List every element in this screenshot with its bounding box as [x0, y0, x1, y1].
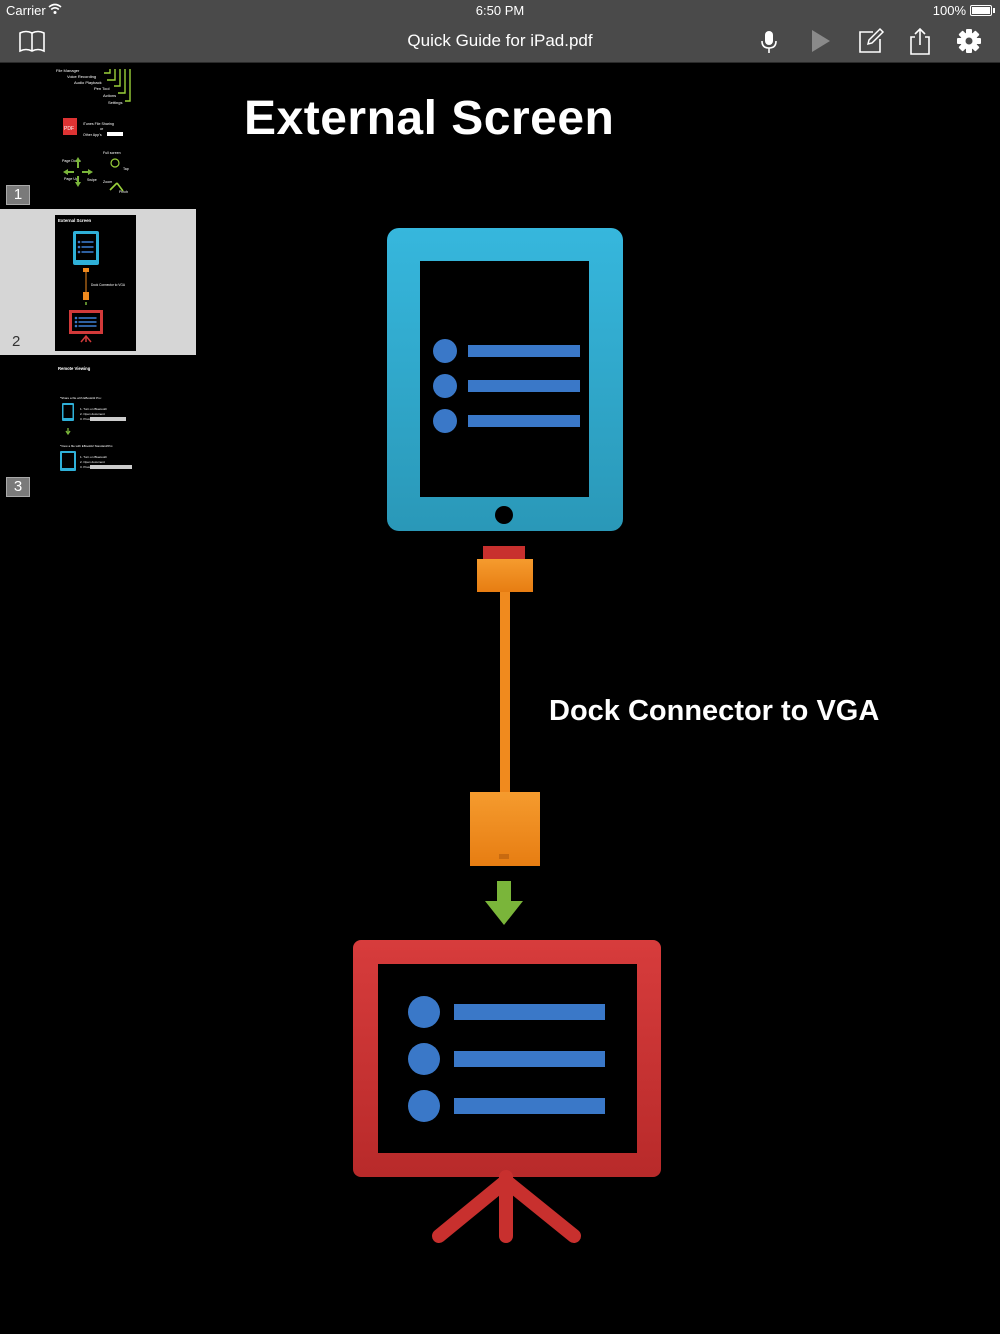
- thumb1-zoom: Zoom: [103, 180, 112, 184]
- dock-connector-cable: [470, 546, 540, 866]
- thumb1-page-down: Page Down: [62, 159, 81, 163]
- thumb1-pdf: PDF: [64, 126, 74, 132]
- carrier-label: Carrier: [6, 3, 46, 18]
- thumb1-itunes: iTunes File Sharing: [83, 122, 114, 126]
- bookmarks-icon[interactable]: [17, 26, 47, 56]
- wifi-icon: [48, 3, 62, 14]
- thumb1-pen-tool: Pen Tool: [94, 86, 110, 91]
- projector-screen-illustration: [353, 940, 661, 1243]
- thumbnail-page-number: 2: [12, 333, 21, 350]
- annotate-icon[interactable]: [855, 26, 885, 56]
- thumb3-view-step1: 1. Turn on Bluetooth: [80, 455, 107, 459]
- thumb3-view-heading: *View a file with EBookit2 Standard/Pro:: [60, 444, 113, 448]
- thumb3-view-step2: 2. Open document: [80, 460, 105, 464]
- play-icon[interactable]: [805, 26, 835, 56]
- down-arrow-icon: [485, 881, 523, 925]
- thumb1-or: or: [100, 127, 104, 131]
- thumbnail-page-2[interactable]: External Screen Dock Connector to VGA: [0, 209, 196, 355]
- slide-diagram: [353, 228, 661, 1243]
- thumb3-share-heading: *Share a file with EBookit2 Pro:: [60, 396, 102, 400]
- thumb1-settings: Settings: [108, 100, 122, 105]
- thumb3-title: Remote Viewing: [58, 366, 91, 371]
- thumb1-swipe: Swipe: [87, 178, 97, 182]
- ipad-illustration: [387, 228, 623, 531]
- thumb1-file-manager: File Manager: [56, 68, 80, 73]
- thumb1-tap: Tap: [123, 167, 129, 171]
- thumbnail-page-1-image: File Manager Voice Recording Audio Playb…: [55, 65, 136, 199]
- thumb1-other-apps: Other App's: [83, 133, 102, 137]
- thumb3-view-step3: 3. Press: [80, 465, 92, 469]
- thumbnail-page-3[interactable]: Remote Viewing *Share a file with EBooki…: [0, 355, 196, 501]
- thumbnail-page-number: 1: [6, 185, 30, 205]
- thumb2-title: External Screen: [58, 218, 92, 223]
- thumbnail-page-1[interactable]: File Manager Voice Recording Audio Playb…: [0, 63, 196, 209]
- thumb1-audio-playback: Audio Playback: [74, 80, 102, 85]
- battery-percent: 100%: [932, 3, 966, 18]
- thumb3-share-step2: 2. Open document: [80, 412, 105, 416]
- thumbnail-page-2-image: External Screen Dock Connector to VGA: [55, 215, 136, 351]
- page-thumbnail-sidebar: File Manager Voice Recording Audio Playb…: [0, 63, 196, 1334]
- document-title: Quick Guide for iPad.pdf: [407, 31, 593, 50]
- settings-gear-icon[interactable]: [954, 26, 984, 56]
- share-icon[interactable]: [905, 26, 935, 56]
- status-bar: Carrier 6:50 PM 100%: [0, 0, 1000, 20]
- thumb1-voice-recording: Voice Recording: [67, 74, 96, 79]
- thumb1-full-screen: Full screen: [103, 151, 121, 155]
- clock: 6:50 PM: [475, 3, 525, 18]
- microphone-icon[interactable]: [754, 26, 784, 56]
- thumb3-share-step3: 3. Press: [80, 417, 92, 421]
- thumbnail-page-number: 3: [6, 477, 30, 497]
- thumb3-share-step1: 1. Turn on Bluetooth: [80, 407, 107, 411]
- battery-icon: [970, 5, 995, 16]
- thumb1-pinch: Pinch: [119, 190, 128, 194]
- thumb1-actions: Actions: [103, 93, 116, 98]
- thumbnail-page-3-image: Remote Viewing *Share a file with EBooki…: [55, 361, 136, 497]
- connector-label: Dock Connector to VGA: [549, 695, 880, 727]
- navigation-toolbar: Quick Guide for iPad.pdf: [0, 20, 1000, 63]
- slide-title: External Screen: [244, 92, 615, 145]
- thumb1-page-up: Page Up: [64, 177, 78, 181]
- thumb2-label: Dock Connector to VGA: [91, 283, 126, 287]
- pdf-page-view[interactable]: External Screen: [196, 63, 1000, 1334]
